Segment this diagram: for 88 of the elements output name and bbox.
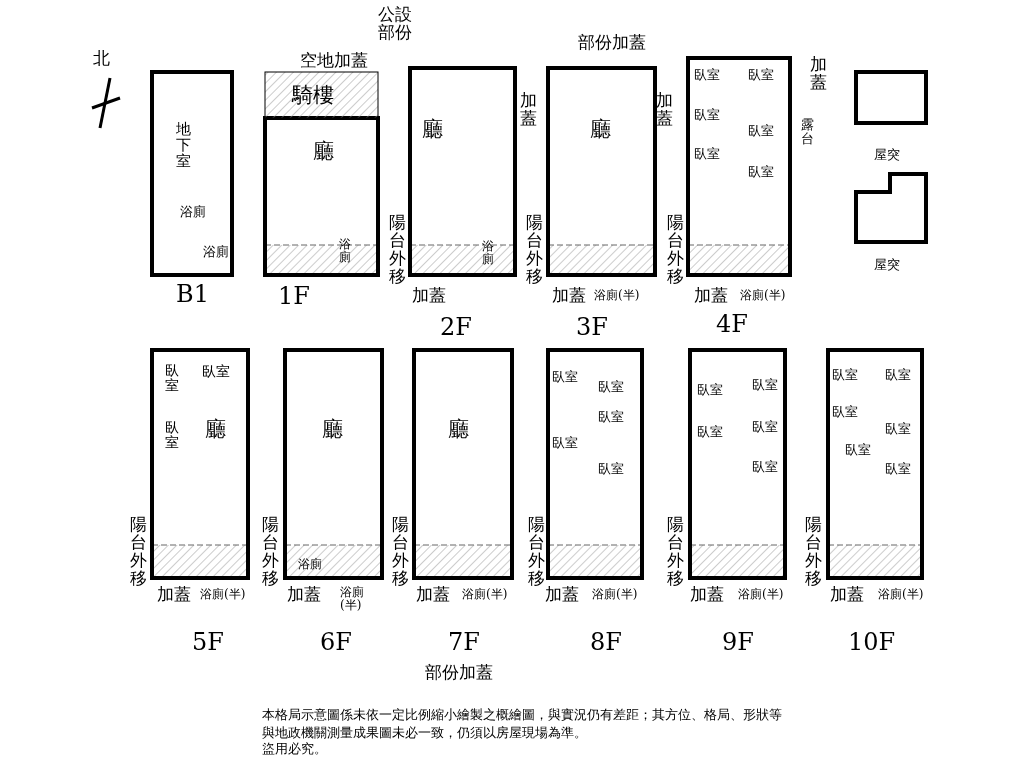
area-label: 加蓋 bbox=[545, 586, 579, 604]
room-label: 臥室 bbox=[598, 462, 624, 476]
area-label: 陽台外移 bbox=[389, 214, 406, 286]
area-label: 騎樓 bbox=[292, 84, 334, 107]
room-label: 臥室 bbox=[885, 422, 911, 436]
area-label: 陽台外移 bbox=[805, 516, 822, 588]
room-label: 臥室 bbox=[748, 124, 774, 138]
area-label: 加蓋 bbox=[690, 586, 724, 604]
room-label: 浴廁(半) bbox=[878, 588, 924, 601]
floor-label: 1F bbox=[278, 284, 310, 310]
area-label: 加蓋 bbox=[520, 92, 537, 128]
room-label: 浴廁 bbox=[339, 238, 351, 264]
room-label: 臥室 bbox=[598, 380, 624, 394]
room-label: 浴廁(半) bbox=[592, 588, 638, 601]
floor-label: 7F bbox=[448, 630, 480, 656]
room-label: 臥室 bbox=[694, 68, 720, 82]
area-label: 屋突 bbox=[874, 148, 900, 162]
room-label: 臥室 bbox=[165, 420, 179, 450]
floor-label: 8F bbox=[590, 630, 622, 656]
area-label: 加蓋 bbox=[694, 287, 728, 305]
room-label: 浴廁 bbox=[482, 240, 494, 266]
area-label: 陽台外移 bbox=[130, 516, 147, 588]
area-label: 空地加蓋 bbox=[300, 52, 368, 70]
room-label: 浴廁(半) bbox=[594, 289, 640, 302]
room-label: 臥室 bbox=[552, 370, 578, 384]
area-label: 加蓋 bbox=[830, 586, 864, 604]
room-label: 浴廁(半) bbox=[740, 289, 786, 302]
note-text: 本格局示意圖係未依一定比例縮小繪製之概繪圖，與實況仍有差距；其方位、格局、形狀等與地政機關測量成果圖未必一致，仍須以房屋現場為準。 bbox=[262, 706, 782, 742]
floor-label: 6F bbox=[320, 630, 352, 656]
floor-label: 9F bbox=[722, 630, 754, 656]
room-label: 臥室 bbox=[697, 425, 723, 439]
floor-label: B1 bbox=[176, 282, 209, 308]
room-label: 臥室 bbox=[752, 378, 778, 392]
room-label: 臥室 bbox=[832, 405, 858, 419]
room-label: 臥室 bbox=[552, 436, 578, 450]
room-label: 浴廁 bbox=[203, 245, 229, 259]
area-label: 加蓋 bbox=[552, 287, 586, 305]
area-label: 陽台外移 bbox=[667, 214, 684, 286]
area-label: 加蓋 bbox=[412, 287, 446, 305]
room-label: 臥室 bbox=[832, 368, 858, 382]
room-label: 浴廁(半) bbox=[200, 588, 246, 601]
room-label: 廳 bbox=[422, 118, 443, 141]
room-label: 臥室 bbox=[845, 443, 871, 457]
floor-label: 2F bbox=[440, 315, 472, 341]
area-label: 部份加蓋 bbox=[578, 34, 646, 52]
room-label: 廳 bbox=[590, 118, 611, 141]
room-label: 臥室 bbox=[694, 108, 720, 122]
area-label: 加蓋 bbox=[416, 586, 450, 604]
area-label: 屋突 bbox=[874, 258, 900, 272]
area-label: 加蓋 bbox=[157, 586, 191, 604]
room-label: 臥室 bbox=[752, 420, 778, 434]
room-label: 地下室 bbox=[176, 122, 191, 170]
floor-label: 10F bbox=[848, 630, 896, 656]
area-label: 北 bbox=[93, 50, 110, 68]
room-label: 臥室 bbox=[165, 363, 179, 393]
room-label: 廳 bbox=[448, 418, 469, 441]
room-label: 臥室 bbox=[885, 462, 911, 476]
area-label: 加蓋 bbox=[656, 92, 673, 128]
area-label: 陽台外移 bbox=[528, 516, 545, 588]
area-label: 加蓋 bbox=[287, 586, 321, 604]
room-label: 臥室 bbox=[694, 147, 720, 161]
area-label: 陽台外移 bbox=[262, 516, 279, 588]
area-label: 陽台外移 bbox=[667, 516, 684, 588]
room-label: 臥室 bbox=[885, 368, 911, 382]
room-label: 廳 bbox=[322, 418, 343, 441]
room-label: 臥室 bbox=[697, 383, 723, 397]
area-label: 露台 bbox=[801, 118, 814, 146]
room-label: 廳 bbox=[205, 418, 226, 441]
floor-label: 5F bbox=[192, 630, 224, 656]
area-label: 部份加蓋 bbox=[425, 664, 493, 682]
room-label: 浴廁 bbox=[180, 205, 206, 219]
room-label: 臥室 bbox=[748, 165, 774, 179]
area-label: 公設部份 bbox=[378, 6, 413, 42]
room-label: 浴廁(半) bbox=[340, 586, 365, 612]
room-label: 浴廁(半) bbox=[738, 588, 784, 601]
floor-label: 4F bbox=[716, 312, 748, 338]
note-text: 盜用必究。 bbox=[262, 742, 327, 756]
room-label: 臥室 bbox=[598, 410, 624, 424]
area-label: 陽台外移 bbox=[526, 214, 543, 286]
room-label: 臥室 bbox=[202, 364, 230, 379]
area-label: 陽台外移 bbox=[392, 516, 409, 588]
room-label: 浴廁(半) bbox=[462, 588, 508, 601]
floor-label: 3F bbox=[576, 315, 608, 341]
area-label: 加蓋 bbox=[810, 56, 827, 92]
room-label: 臥室 bbox=[748, 68, 774, 82]
room-label: 臥室 bbox=[752, 460, 778, 474]
room-label: 浴廁 bbox=[298, 558, 322, 571]
room-label: 廳 bbox=[313, 140, 334, 163]
